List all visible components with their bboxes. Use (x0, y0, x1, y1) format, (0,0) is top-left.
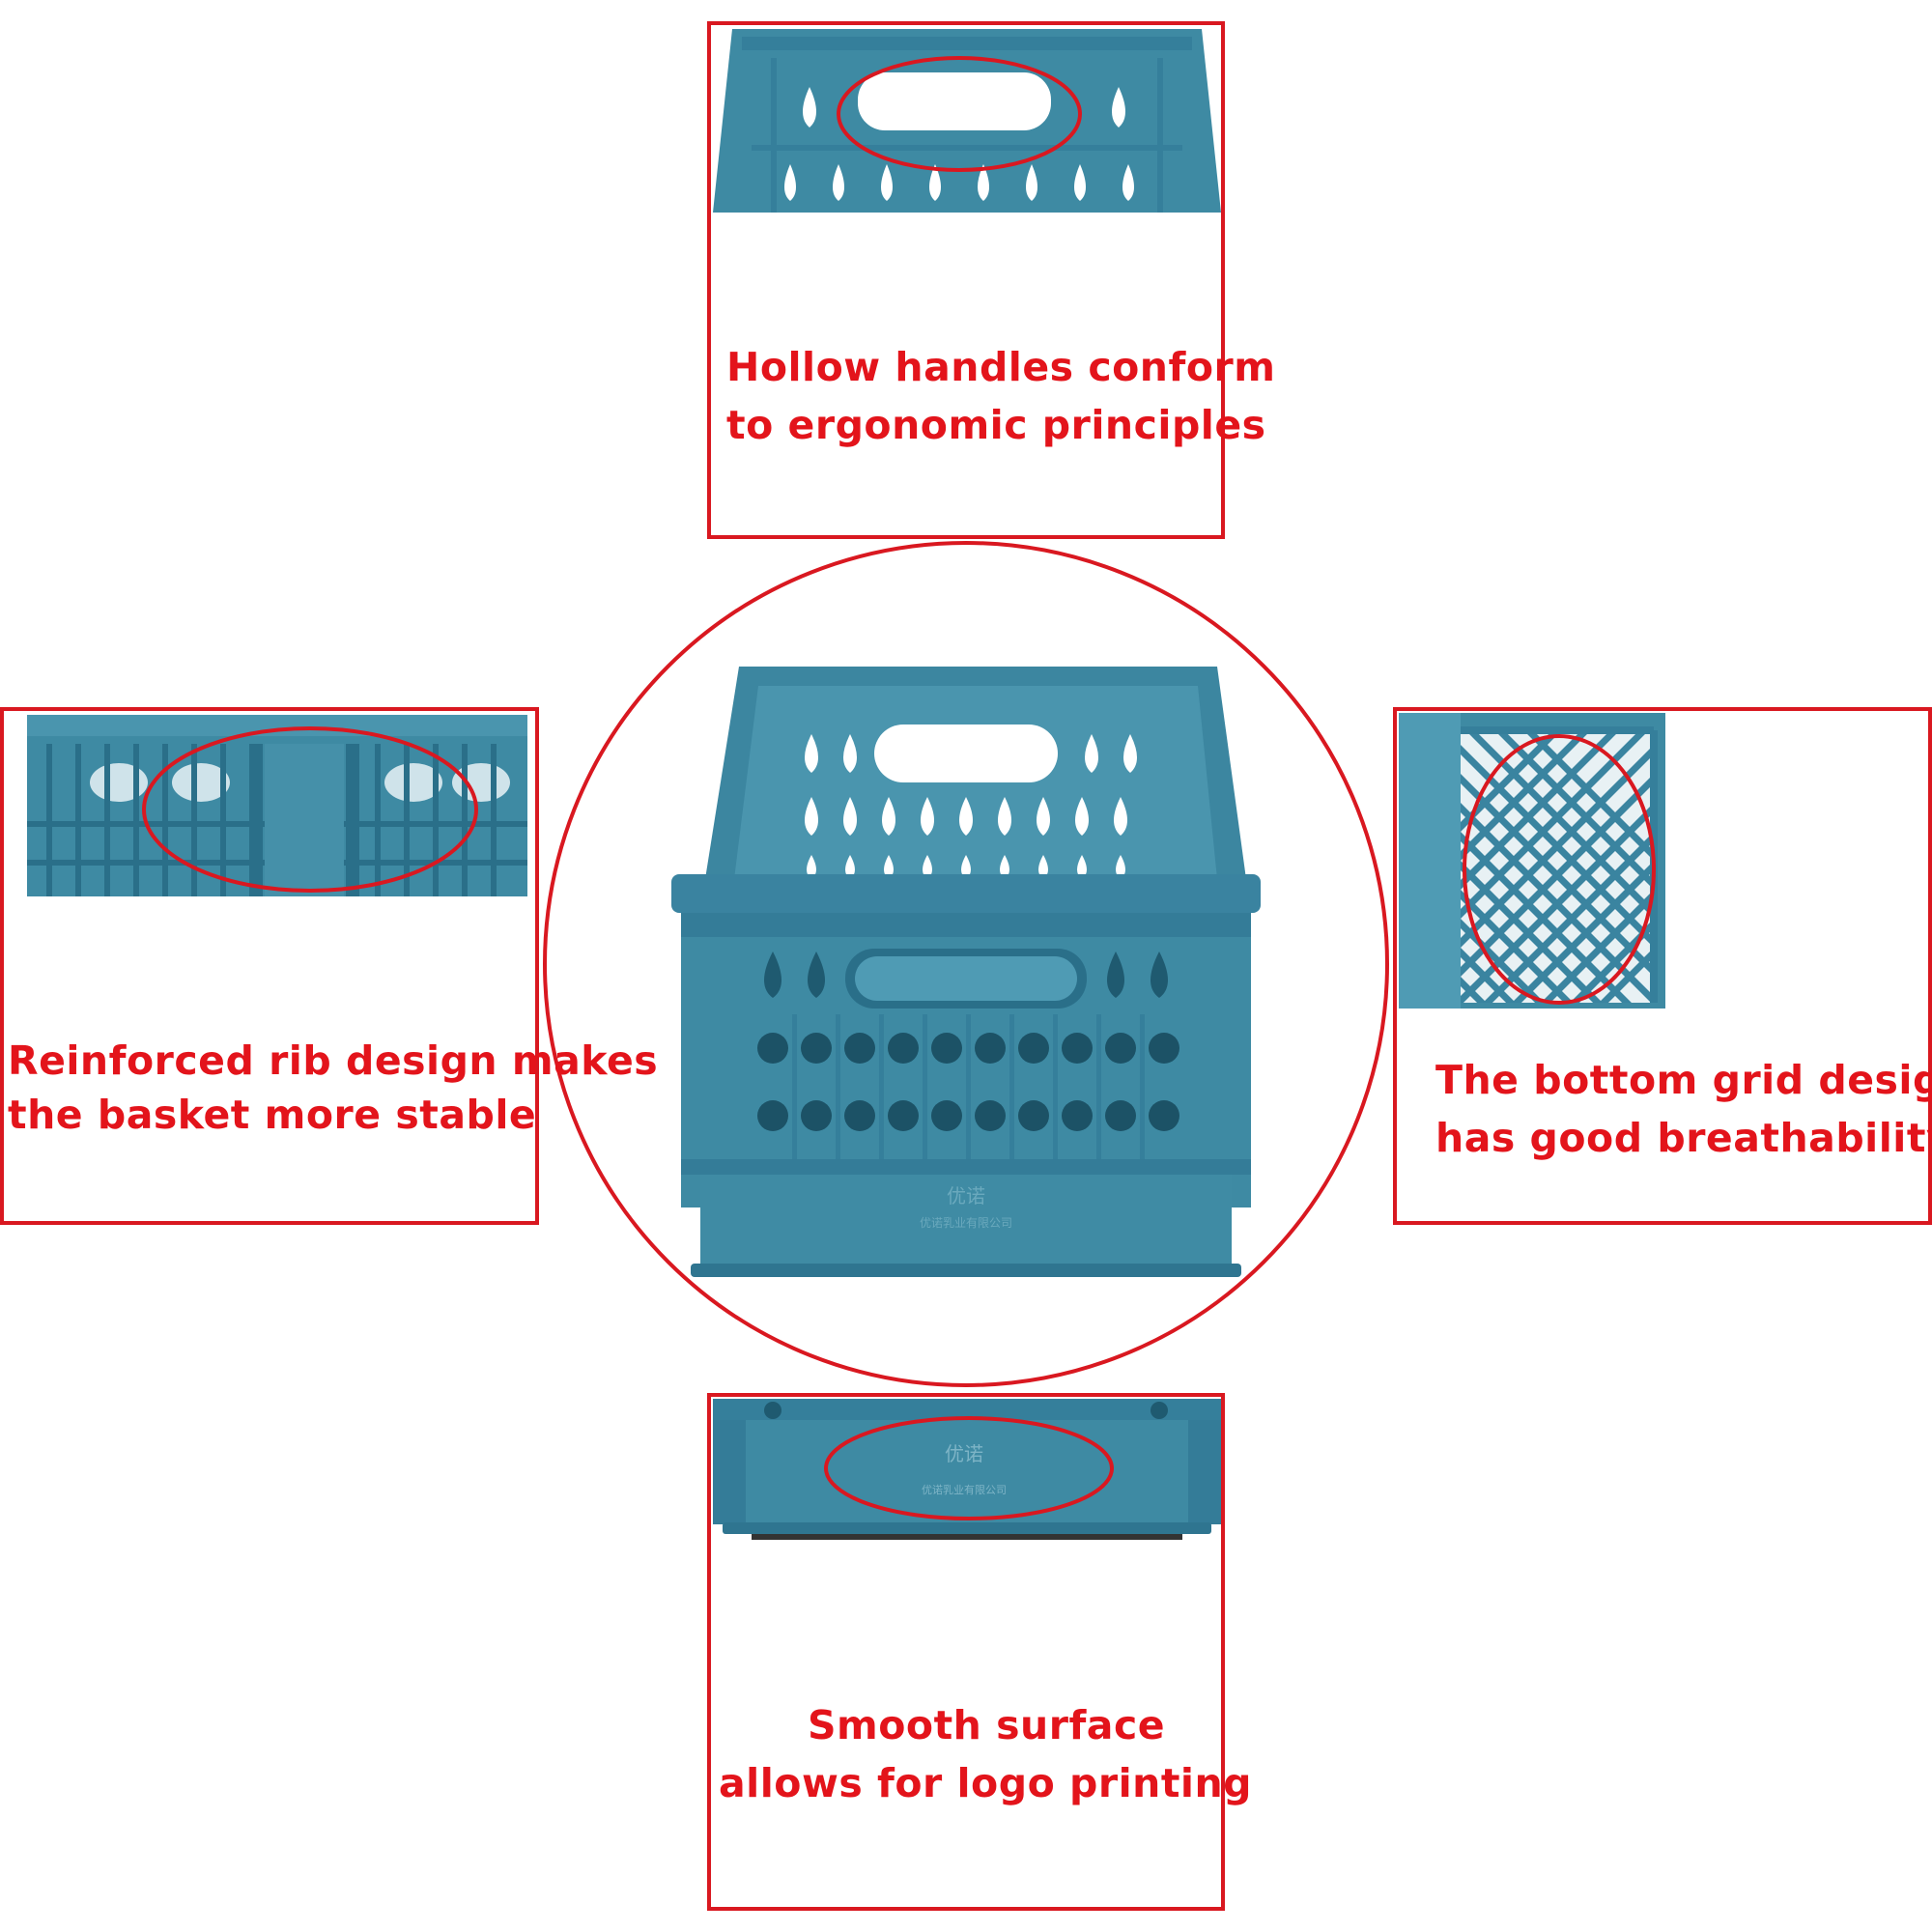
crate-bottom-grid-closeup-icon (1399, 713, 1665, 1009)
crate-main-image: 优诺 优诺乳业有限公司 (667, 657, 1265, 1285)
ribs-caption-line1: Reinforced rib design makes (8, 1037, 659, 1084)
blue-plastic-crate-icon: 优诺 优诺乳业有限公司 (671, 667, 1261, 1277)
crate-logo-surface-closeup-icon: 优诺 优诺乳业有限公司 (713, 1399, 1221, 1540)
grid-caption-line2: has good breathability (1435, 1115, 1932, 1161)
logo-caption-line1: Smooth surface (808, 1702, 1166, 1748)
crate-logo-text: 优诺 (947, 1184, 985, 1208)
grid-caption-line1: The bottom grid design (1435, 1057, 1932, 1103)
crate-company-text: 优诺乳业有限公司 (920, 1216, 1012, 1230)
logo-closeup-company-text: 优诺乳业有限公司 (922, 1483, 1007, 1496)
logo-closeup-text: 优诺 (945, 1442, 983, 1465)
crate-handle-closeup-icon (713, 29, 1221, 213)
ribs-caption-line2: the basket more stable (8, 1092, 537, 1138)
handles-caption-line2: to ergonomic principles (726, 402, 1266, 448)
handles-caption-line1: Hollow handles conform (726, 344, 1276, 390)
center-circle (543, 541, 1389, 1387)
crate-rib-closeup-icon (27, 715, 527, 896)
logo-caption-line2: allows for logo printing (719, 1760, 1253, 1806)
